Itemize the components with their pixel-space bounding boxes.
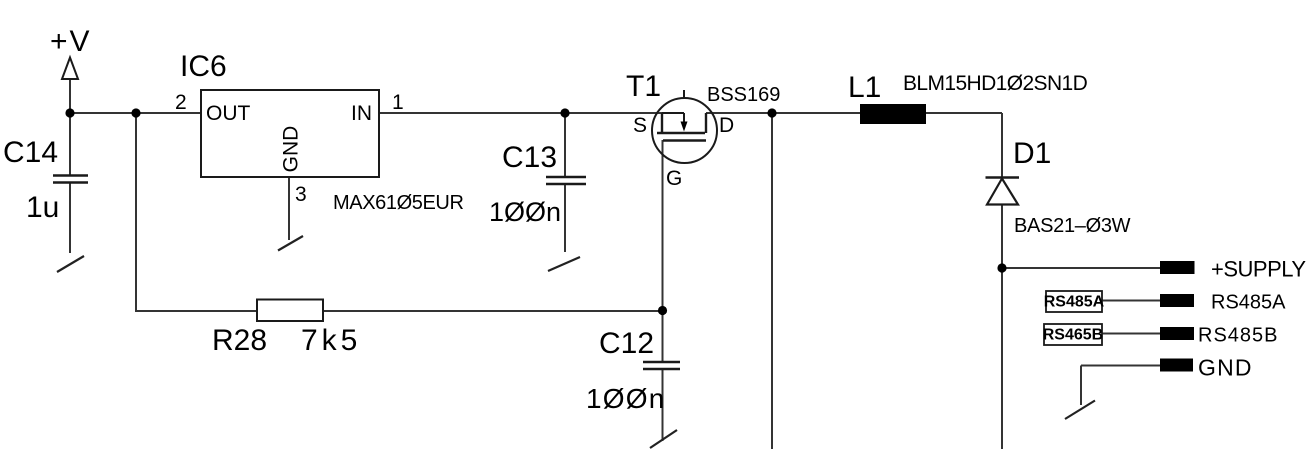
svg-text:GND: GND (1198, 355, 1253, 381)
svg-text:L1: L1 (848, 71, 881, 104)
svg-text:C12: C12 (599, 327, 654, 360)
svg-text:S: S (633, 114, 647, 137)
svg-text:RS485A: RS485A (1044, 294, 1105, 311)
svg-text:GND: GND (280, 126, 303, 173)
svg-text:BSS169: BSS169 (707, 84, 780, 106)
svg-text:IC6: IC6 (180, 50, 227, 83)
svg-text:BLM15HD1Ø2SN1D: BLM15HD1Ø2SN1D (903, 72, 1088, 95)
svg-text:RS465B: RS465B (1043, 327, 1103, 344)
svg-text:1ØØn: 1ØØn (586, 383, 666, 414)
svg-text:OUT: OUT (206, 102, 251, 125)
svg-text:C14: C14 (3, 136, 58, 169)
svg-text:RS485B: RS485B (1198, 325, 1279, 347)
svg-text:BAS21–Ø3W: BAS21–Ø3W (1014, 215, 1131, 237)
svg-text:D: D (719, 114, 734, 137)
svg-text:D1: D1 (1013, 137, 1051, 170)
svg-text:T1: T1 (626, 70, 661, 103)
svg-text:1: 1 (392, 91, 404, 114)
svg-text:RS485A: RS485A (1211, 292, 1286, 314)
svg-text:+SUPPLY: +SUPPLY (1211, 257, 1306, 282)
svg-text:MAX61Ø5EUR: MAX61Ø5EUR (333, 192, 464, 214)
svg-text:1u: 1u (26, 191, 59, 224)
svg-text:3: 3 (295, 183, 307, 206)
svg-text:G: G (666, 167, 682, 190)
svg-text:2: 2 (175, 91, 187, 114)
svg-text:+V: +V (50, 25, 92, 58)
svg-text:IN: IN (351, 102, 372, 125)
svg-text:R28: R28 (212, 324, 267, 357)
svg-text:1ØØn: 1ØØn (489, 197, 561, 227)
svg-text:C13: C13 (502, 141, 557, 174)
svg-text:7k5: 7k5 (301, 324, 361, 357)
